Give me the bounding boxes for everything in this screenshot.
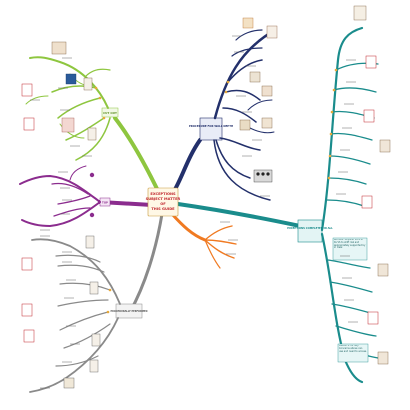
calendar-icon xyxy=(365,55,377,69)
navy-images xyxy=(239,17,278,183)
navy-branch-title: PROCEDURE FOR WALL DEPTH xyxy=(189,124,233,128)
calendar-icon xyxy=(363,109,375,123)
envelope-icon xyxy=(65,73,77,85)
scroll-icon xyxy=(63,377,75,389)
bullet-icon xyxy=(89,212,95,218)
stairs-icon xyxy=(239,119,251,131)
calendar-icon xyxy=(23,117,35,131)
branch-purple[interactable]: TOP xyxy=(19,165,111,228)
central-line-1: EXCEPTIONS xyxy=(150,192,176,196)
branch-gray[interactable]: PROCEDURALLY PERFORMED xyxy=(29,238,148,393)
bullet-icon xyxy=(89,172,95,178)
node-dots xyxy=(94,68,338,314)
leaf-labels xyxy=(30,35,358,389)
trunk-teal xyxy=(176,202,302,228)
trunk-green xyxy=(113,116,162,197)
central-line-2: SUBJECT MATTER xyxy=(146,197,181,201)
gray-images xyxy=(21,235,101,389)
branch-navy[interactable]: PROCEDURE FOR WALL DEPTH xyxy=(189,28,277,201)
purple-images xyxy=(89,172,95,218)
box-icon xyxy=(261,85,273,97)
figure-icon xyxy=(85,235,95,249)
calendar-icon xyxy=(21,83,33,97)
document-icon xyxy=(266,25,278,39)
main-trunks xyxy=(98,116,302,314)
central-topic[interactable]: EXCEPTIONS SUBJECT MATTER OF THIS GUIDE xyxy=(146,187,181,217)
teal-note-2: CREDITS: for any Concerns above can use … xyxy=(337,343,369,363)
figure-icon xyxy=(89,359,99,373)
teal-note-2-text: CREDITS: for any Concerns above can use … xyxy=(339,345,367,353)
tool-icon xyxy=(379,139,391,153)
calendar-icon xyxy=(21,257,33,271)
gray-branch-title: PROCEDURALLY PERFORMED xyxy=(110,310,147,313)
calendar-icon xyxy=(367,311,379,325)
figure-icon xyxy=(83,77,93,91)
tool-icon xyxy=(249,71,261,83)
trunk-gray xyxy=(128,212,164,314)
green-branch-title: CUT OUT xyxy=(103,111,117,115)
trunk-orange xyxy=(170,212,207,242)
calendar-icon xyxy=(21,303,33,317)
people-icon xyxy=(253,169,273,183)
branch-orange[interactable] xyxy=(204,225,237,269)
calendar-icon xyxy=(23,329,35,343)
branch-green[interactable]: CUT OUT xyxy=(25,56,119,161)
teal-images xyxy=(353,5,391,365)
papers-icon xyxy=(353,5,367,21)
teal-note-1: BEFORE: Anyone: 10% of its VS to shift r… xyxy=(332,237,368,261)
worker-icon xyxy=(377,263,389,277)
calendar-icon xyxy=(361,195,373,209)
green-images xyxy=(21,41,97,141)
figure-icon xyxy=(89,281,99,295)
figure-icon xyxy=(87,127,97,141)
hands-icon xyxy=(51,41,67,55)
teal-note-1-text: BEFORE: Anyone: 10% of its VS to shift r… xyxy=(334,239,366,250)
central-line-4: THIS GUIDE xyxy=(151,207,175,211)
tool-icon xyxy=(377,351,389,365)
house-icon xyxy=(261,117,273,129)
central-line-3: OF xyxy=(160,202,166,206)
worker-icon xyxy=(242,17,254,29)
figure-icon xyxy=(91,333,101,347)
purple-branch-title: TOP xyxy=(102,201,108,205)
teal-branch-title: EXCEPTIONS COMPLETED IN ALL xyxy=(287,226,333,230)
certificate-icon xyxy=(61,117,75,133)
